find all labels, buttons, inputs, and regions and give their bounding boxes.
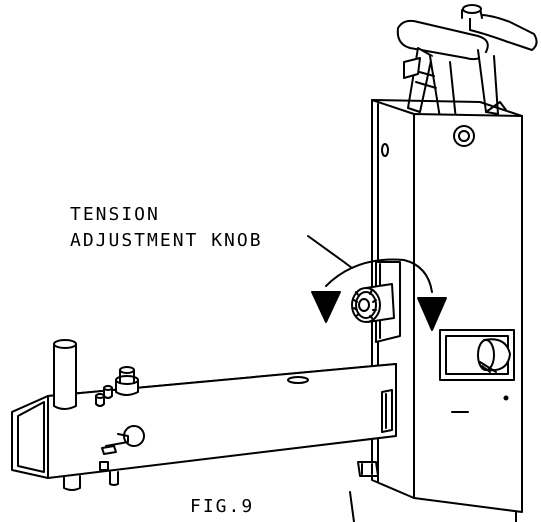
vertical-peg: [53, 339, 77, 410]
label-adjustment-knob: ADJUSTMENT KNOB: [70, 230, 263, 251]
arm-pins: [95, 385, 113, 407]
label-tension: TENSION: [70, 204, 160, 225]
leader-line: [307, 235, 353, 269]
rotation-arrows: [311, 258, 447, 331]
tension-knob: [351, 261, 401, 343]
arm-feet: [63, 471, 119, 491]
arm-nut: [115, 366, 139, 396]
figure-caption: FIG.9: [190, 496, 254, 517]
